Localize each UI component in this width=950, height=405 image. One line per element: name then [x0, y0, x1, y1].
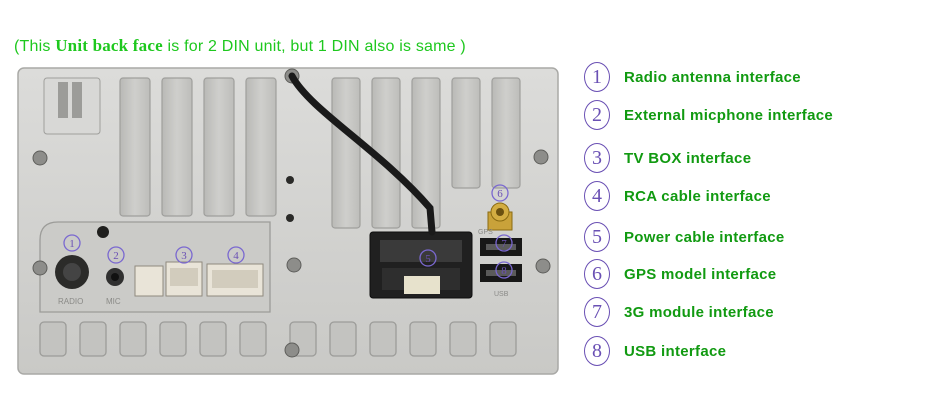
callout-num-6: 6 [497, 188, 503, 200]
callout-circle-7 [495, 234, 513, 252]
legend-text: External micphone interface [624, 106, 833, 124]
legend-text: USB interface [624, 342, 727, 360]
callout-num-4: 4 [233, 250, 239, 262]
legend-number: 8 [584, 336, 610, 366]
callout-num-5: 5 [425, 253, 431, 265]
usb-label: USB [494, 291, 509, 298]
callout-circle-6 [491, 184, 509, 202]
callout-circle-8 [495, 261, 513, 279]
legend-number: 5 [584, 222, 610, 252]
callout-num-2: 2 [113, 250, 119, 262]
callout-num-3: 3 [181, 250, 187, 262]
mic-socket [97, 226, 124, 286]
legend-number: 2 [584, 100, 610, 130]
legend-item-2: 2 External micphone interface [584, 98, 833, 132]
caption: (This Unit back face is for 2 DIN unit, … [14, 36, 466, 56]
legend-number: 1 [584, 62, 610, 92]
interface-legend: 1 Radio antenna interface 2 External mic… [584, 60, 934, 380]
callout-num-7: 7 [501, 238, 507, 250]
mic-label: MIC [106, 297, 121, 306]
callout-circle-3 [175, 246, 193, 264]
callout-circle-5 [419, 249, 437, 267]
legend-number: 4 [584, 181, 610, 211]
legend-number: 3 [584, 143, 610, 173]
legend-item-5: 5 Power cable interface [584, 220, 785, 254]
legend-number: 6 [584, 259, 610, 289]
radio-antenna-socket [55, 255, 89, 289]
tvbox-connector [134, 261, 203, 297]
rca-connector [206, 263, 264, 297]
top-vent-slots [119, 77, 521, 229]
legend-item-4: 4 RCA cable interface [584, 179, 771, 213]
legend-text: Radio antenna interface [624, 68, 801, 86]
callout-circle-4 [227, 246, 245, 264]
gps-connector [487, 202, 513, 231]
caption-suffix: is for 2 DIN unit, but 1 DIN also is sam… [162, 38, 466, 55]
callout-num-1: 1 [69, 238, 75, 250]
legend-item-3: 3 TV BOX interface [584, 141, 751, 175]
power-connector [369, 231, 473, 299]
gps-label: GPS [478, 229, 493, 236]
legend-item-1: 1 Radio antenna interface [584, 60, 801, 94]
callout-circle-1 [63, 234, 81, 252]
caption-bold: Unit back face [55, 36, 163, 55]
callout-num-8: 8 [501, 265, 507, 277]
legend-item-8: 8 USB interface [584, 334, 726, 368]
legend-text: TV BOX interface [624, 149, 752, 167]
legend-text: 3G module interface [624, 303, 774, 321]
caption-prefix: (This [14, 38, 56, 55]
legend-number: 7 [584, 297, 610, 327]
legend-text: RCA cable interface [624, 187, 771, 205]
radio-label: RADIO [58, 297, 83, 306]
bottom-vent-squares [39, 321, 517, 357]
legend-item-7: 7 3G module interface [584, 295, 774, 329]
legend-item-6: 6 GPS model interface [584, 257, 776, 291]
antenna-cable [288, 72, 436, 236]
callout-circle-2 [107, 246, 125, 264]
legend-text: GPS model interface [624, 265, 777, 283]
legend-text: Power cable interface [624, 228, 785, 246]
